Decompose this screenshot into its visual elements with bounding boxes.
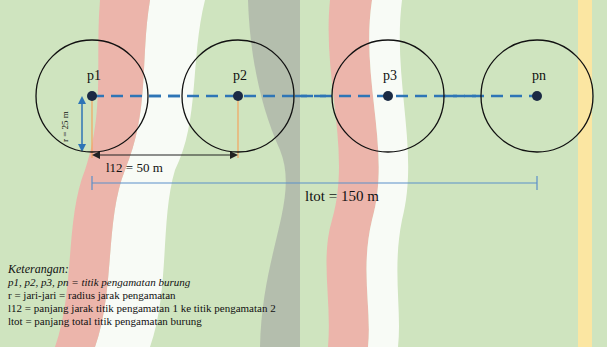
transect-line [149,95,181,98]
circle-outline [480,39,594,153]
observation-circle: pn [480,39,594,153]
legend-note: ltot = panjang total titik pengamatan bu… [8,315,202,327]
radius-dimension: r = 25 m [60,111,70,142]
point-label: p2 [233,68,247,84]
observation-circle: p2 [181,39,295,153]
legend-note: r = jari-jari = radius jarak pengamatan [8,289,176,301]
legend-heading: Keterangan: [8,262,69,277]
distance-dimension: l12 = 50 m [106,160,163,176]
point-label: pn [532,68,546,84]
legend-note: p1, p2, p3, pn = titik pengamatan burung [8,276,190,288]
transect-line [445,95,480,98]
transect-line [295,95,331,98]
circle-outline [331,39,445,153]
point-label: p1 [87,68,101,84]
circle-outline [35,39,149,153]
observation-circle: p3 [331,39,445,153]
legend-note: l12 = panjang jarak titik pengamatan 1 k… [8,302,276,314]
total-length-dimension: ltot = 150 m [305,188,379,205]
circle-outline [181,39,295,153]
point-label: p3 [383,68,397,84]
observation-circle: p1 [35,39,149,153]
